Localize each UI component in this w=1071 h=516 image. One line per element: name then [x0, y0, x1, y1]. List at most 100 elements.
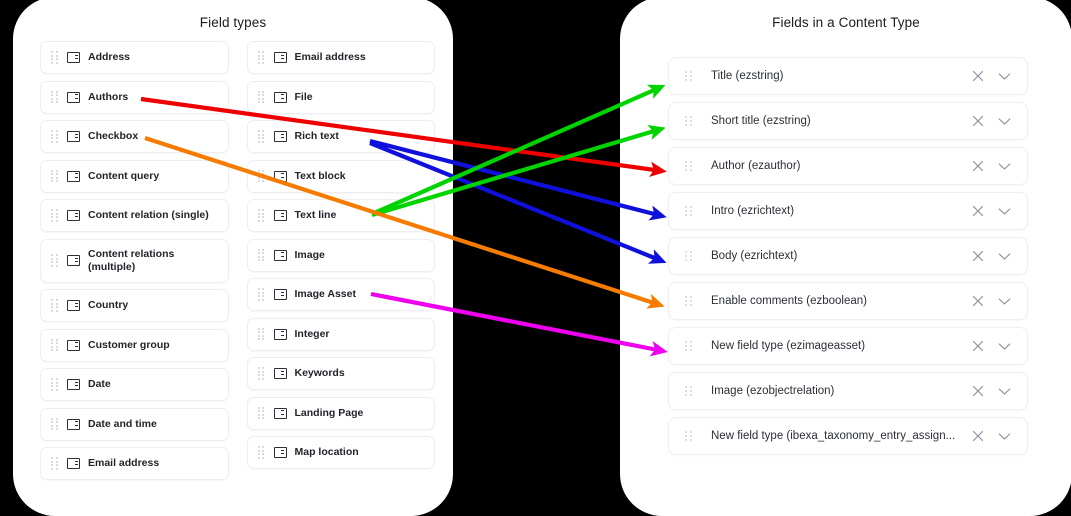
- close-icon[interactable]: [969, 428, 986, 445]
- field-type-card[interactable]: Content relations (multiple): [40, 238, 229, 283]
- content-type-field-row[interactable]: Author (ezauthor): [668, 147, 1028, 185]
- drag-handle-icon[interactable]: [257, 327, 265, 341]
- chevron-down-icon[interactable]: [996, 293, 1013, 310]
- drag-handle-icon[interactable]: [685, 115, 692, 128]
- field-type-card[interactable]: Image Asset: [246, 278, 435, 311]
- drag-handle-icon[interactable]: [685, 430, 692, 443]
- drag-handle-icon[interactable]: [685, 250, 692, 263]
- close-icon[interactable]: [969, 293, 986, 310]
- field-type-card[interactable]: Email address: [246, 41, 435, 74]
- field-type-icon: [273, 328, 287, 340]
- chevron-down-icon[interactable]: [996, 203, 1013, 220]
- field-type-icon: [67, 210, 80, 221]
- field-type-card[interactable]: Landing Page: [246, 396, 435, 430]
- close-icon[interactable]: [969, 113, 986, 130]
- close-icon[interactable]: [969, 203, 986, 220]
- field-type-card[interactable]: Keywords: [246, 357, 435, 390]
- drag-handle-icon[interactable]: [685, 385, 692, 398]
- field-type-icon: [273, 249, 287, 261]
- chevron-down-icon[interactable]: [996, 68, 1013, 85]
- content-type-field-actions: [969, 248, 1013, 265]
- drag-handle-icon[interactable]: [51, 338, 58, 352]
- field-type-card[interactable]: Email address: [40, 447, 229, 480]
- content-type-field-label: Body (ezrichtext): [711, 250, 798, 262]
- drag-handle-icon[interactable]: [685, 295, 692, 308]
- drag-handle-icon[interactable]: [685, 160, 692, 173]
- drag-handle-icon[interactable]: [257, 169, 265, 183]
- drag-handle-icon[interactable]: [51, 90, 58, 104]
- field-type-icon: [67, 339, 80, 351]
- chevron-down-icon[interactable]: [996, 158, 1013, 175]
- drag-handle-icon[interactable]: [51, 130, 58, 143]
- field-type-icon: [273, 170, 287, 182]
- field-type-card[interactable]: Image: [246, 238, 435, 272]
- drag-handle-icon[interactable]: [51, 417, 58, 431]
- field-type-label: Content relation (single): [88, 209, 209, 221]
- drag-handle-icon[interactable]: [257, 90, 265, 104]
- drag-handle-icon[interactable]: [257, 446, 265, 459]
- drag-handle-icon[interactable]: [51, 169, 58, 183]
- drag-handle-icon[interactable]: [257, 209, 265, 222]
- field-type-card[interactable]: File: [246, 80, 435, 114]
- content-type-field-label: New field type (ibexa_taxonomy_entry_ass…: [711, 430, 956, 442]
- field-type-card[interactable]: Text line: [246, 199, 435, 232]
- field-type-card[interactable]: Date: [40, 368, 229, 401]
- drag-handle-icon[interactable]: [257, 51, 265, 64]
- content-type-field-row[interactable]: Short title (ezstring): [668, 102, 1028, 140]
- field-type-label: Content query: [88, 169, 160, 182]
- chevron-down-icon[interactable]: [996, 383, 1013, 400]
- field-type-card[interactable]: Date and time: [40, 407, 229, 441]
- close-icon[interactable]: [969, 383, 986, 400]
- content-type-field-label: Short title (ezstring): [711, 115, 811, 127]
- field-type-card[interactable]: Content relation (single): [40, 199, 229, 232]
- drag-handle-icon[interactable]: [51, 299, 58, 312]
- drag-handle-icon[interactable]: [257, 248, 265, 262]
- field-type-card[interactable]: Rich text: [246, 120, 435, 153]
- drag-handle-icon[interactable]: [257, 288, 265, 301]
- field-type-card[interactable]: Text block: [246, 159, 435, 193]
- field-type-card[interactable]: Checkbox: [40, 120, 229, 153]
- drag-handle-icon[interactable]: [685, 205, 692, 218]
- close-icon[interactable]: [969, 158, 986, 175]
- drag-handle-icon[interactable]: [51, 254, 58, 267]
- drag-handle-icon[interactable]: [257, 130, 265, 143]
- field-type-icon: [67, 418, 80, 430]
- content-type-field-row[interactable]: Title (ezstring): [668, 57, 1028, 95]
- drag-handle-icon[interactable]: [51, 51, 58, 64]
- content-type-field-label: Enable comments (ezboolean): [711, 295, 867, 307]
- field-type-label: Landing Page: [294, 406, 364, 419]
- content-type-field-row[interactable]: Image (ezobjectrelation): [668, 372, 1028, 410]
- content-type-field-row[interactable]: Intro (ezrichtext): [668, 192, 1028, 230]
- field-type-card[interactable]: Content query: [40, 159, 229, 193]
- content-type-fields-panel-title: Fields in a Content Type: [772, 15, 920, 30]
- drag-handle-icon[interactable]: [257, 367, 265, 380]
- field-type-label: Rich text: [294, 130, 339, 142]
- close-icon[interactable]: [969, 248, 986, 265]
- chevron-down-icon[interactable]: [996, 113, 1013, 130]
- close-icon[interactable]: [969, 68, 986, 85]
- content-type-field-row[interactable]: Enable comments (ezboolean): [668, 282, 1028, 320]
- field-type-card[interactable]: Address: [40, 41, 229, 74]
- drag-handle-icon[interactable]: [685, 70, 692, 83]
- field-type-card[interactable]: Country: [40, 289, 229, 322]
- drag-handle-icon[interactable]: [51, 457, 58, 470]
- drag-handle-icon[interactable]: [257, 406, 265, 420]
- content-type-field-label: Image (ezobjectrelation): [711, 385, 835, 397]
- field-type-card[interactable]: Authors: [40, 80, 229, 114]
- content-type-field-row[interactable]: New field type (ibexa_taxonomy_entry_ass…: [668, 417, 1028, 455]
- drag-handle-icon[interactable]: [51, 209, 58, 222]
- chevron-down-icon[interactable]: [996, 428, 1013, 445]
- content-type-field-label: Intro (ezrichtext): [711, 205, 795, 217]
- chevron-down-icon[interactable]: [996, 338, 1013, 355]
- close-icon[interactable]: [969, 338, 986, 355]
- field-type-card[interactable]: Integer: [246, 317, 435, 351]
- content-type-field-row[interactable]: Body (ezrichtext): [668, 237, 1028, 275]
- field-type-card[interactable]: Map location: [246, 436, 435, 469]
- field-type-card[interactable]: Customer group: [40, 328, 229, 362]
- field-type-icon: [67, 131, 80, 142]
- drag-handle-icon[interactable]: [685, 340, 692, 353]
- content-type-field-row[interactable]: New field type (ezimageasset): [668, 327, 1028, 365]
- drag-handle-icon[interactable]: [51, 378, 58, 391]
- chevron-down-icon[interactable]: [996, 248, 1013, 265]
